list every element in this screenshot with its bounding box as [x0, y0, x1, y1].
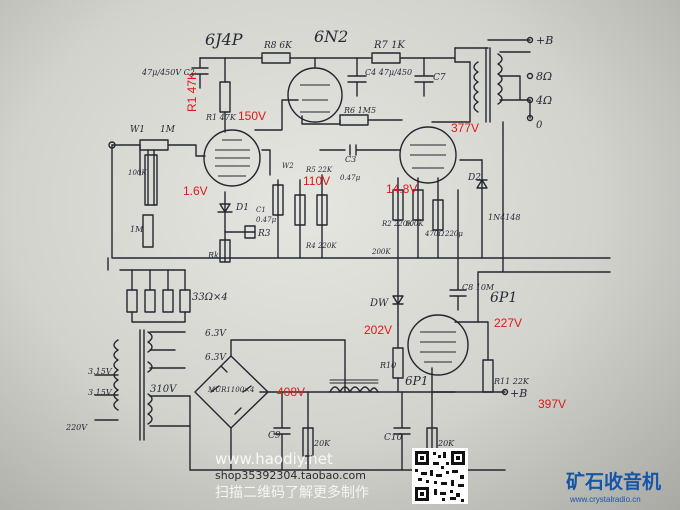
- voltage-p3: 227V: [494, 316, 522, 330]
- label-c220u: 220μ: [444, 230, 463, 238]
- watermark-url: www.haodiy.net: [215, 450, 333, 468]
- brand-logo: 矿石收音机 www.crystalradio.cn: [566, 470, 661, 504]
- label-out-4: 4Ω: [535, 94, 552, 107]
- label-6P1: 6P1: [490, 290, 517, 306]
- label-c1v: 0.47μ: [256, 216, 277, 224]
- label-c3: C3: [345, 155, 356, 164]
- voltage-annotations: 1.6V 150V 110V 377V 14.8V 202V 227V 408V…: [183, 72, 566, 411]
- power-transformer: [94, 329, 153, 441]
- voltage-r1-label: R1 47K: [185, 72, 199, 112]
- voltage-k2: 110V: [303, 174, 330, 188]
- label-r3: R3: [257, 229, 271, 239]
- label-r2: R2 220K: [381, 220, 413, 228]
- label-d2: D2: [467, 173, 481, 183]
- label-r20k-b: 20K: [437, 439, 455, 448]
- terminals: [107, 36, 534, 396]
- tube-6J4P: [203, 129, 261, 187]
- label-d2v: 1N4148: [488, 213, 520, 222]
- watermark: www.haodiy.net shop35392304.taobao.com 扫…: [215, 450, 369, 501]
- label-c3v: 0.47μ: [340, 174, 361, 182]
- label-r10: R10: [379, 361, 396, 370]
- label-c1: C1: [256, 206, 266, 214]
- voltage-b: 397V: [538, 397, 566, 411]
- label-plus-b-top: +B: [536, 34, 553, 47]
- label-315b: 3.15V: [88, 388, 113, 397]
- qr-code: [412, 448, 468, 504]
- label-r6: R6 1M5: [343, 106, 376, 115]
- label-r200k: 200K: [371, 248, 391, 256]
- diodes: [210, 179, 488, 415]
- tube-6N2-a: [287, 67, 343, 123]
- label-6N2: 6N2: [314, 27, 348, 46]
- label-6J4P: 6J4P: [205, 30, 243, 49]
- component-labels: 6J4P 6N2 6P1 6P1 R8 6K R7 1K 47μ/450V C2…: [65, 27, 553, 448]
- label-1m-b: 1M: [130, 225, 144, 234]
- label-d1: D1: [235, 203, 249, 213]
- brand-url: www.crystalradio.cn: [569, 495, 641, 504]
- label-c9: C9: [268, 431, 281, 441]
- label-63b: 6.3V: [205, 353, 227, 363]
- label-c10: C10: [384, 433, 403, 443]
- tube-6N2-b: [399, 126, 457, 184]
- label-220: 220V: [65, 423, 88, 432]
- watermark-shop: shop35392304.taobao.com: [215, 469, 366, 482]
- brand-name: 矿石收音机: [566, 470, 661, 493]
- choke-coil: [329, 379, 379, 393]
- label-plus-b-bottom: +B: [510, 387, 527, 400]
- voltage-g2: 150V: [238, 109, 266, 123]
- label-r5: R5 22K: [305, 166, 333, 174]
- label-w2: W2: [282, 162, 294, 170]
- label-out-0: 0: [536, 120, 543, 131]
- label-6P1-bottom: 6P1: [405, 374, 428, 388]
- output-transformer: [473, 53, 503, 113]
- label-63a: 6.3V: [205, 329, 227, 339]
- label-r11: R11 22K: [493, 377, 530, 386]
- label-r8: R8 6K: [263, 41, 293, 51]
- voltage-hv: 408V: [277, 385, 305, 399]
- label-c4: C4 47μ/450: [365, 68, 412, 77]
- label-r100k-b: 100K: [405, 220, 424, 228]
- label-r20k: 20K: [313, 439, 331, 448]
- label-r470: 470Ω: [424, 230, 444, 238]
- label-r4: R4 220K: [305, 242, 337, 250]
- label-r33: 33Ω×4: [192, 292, 228, 303]
- label-r1: R1 47K: [205, 113, 237, 122]
- watermark-cn: 扫描二维码了解更多制作: [215, 484, 369, 501]
- label-310: 310V: [150, 384, 178, 395]
- resistors: [126, 52, 494, 457]
- label-rk: Rk: [207, 251, 219, 260]
- voltage-k3: 14.8V: [386, 182, 417, 196]
- voltage-k1: 1.6V: [183, 184, 208, 198]
- label-c2: 47μ/450V C2: [141, 68, 195, 77]
- label-r7: R7 1K: [373, 40, 405, 51]
- voltage-dw: 202V: [364, 323, 392, 337]
- label-bridge: MUR1100×4: [207, 386, 254, 394]
- label-100k: 100K: [128, 169, 147, 177]
- label-1m: 1M: [160, 125, 176, 135]
- label-c7: C7: [433, 73, 446, 83]
- label-out-8: 8Ω: [536, 70, 552, 83]
- label-dw: DW: [369, 298, 389, 309]
- tube-6P1: [407, 314, 469, 376]
- voltage-p2: 377V: [451, 121, 479, 135]
- label-c8: C8 10M: [462, 283, 495, 292]
- label-w1: W1: [130, 125, 145, 135]
- label-315a: 3.15V: [88, 367, 113, 376]
